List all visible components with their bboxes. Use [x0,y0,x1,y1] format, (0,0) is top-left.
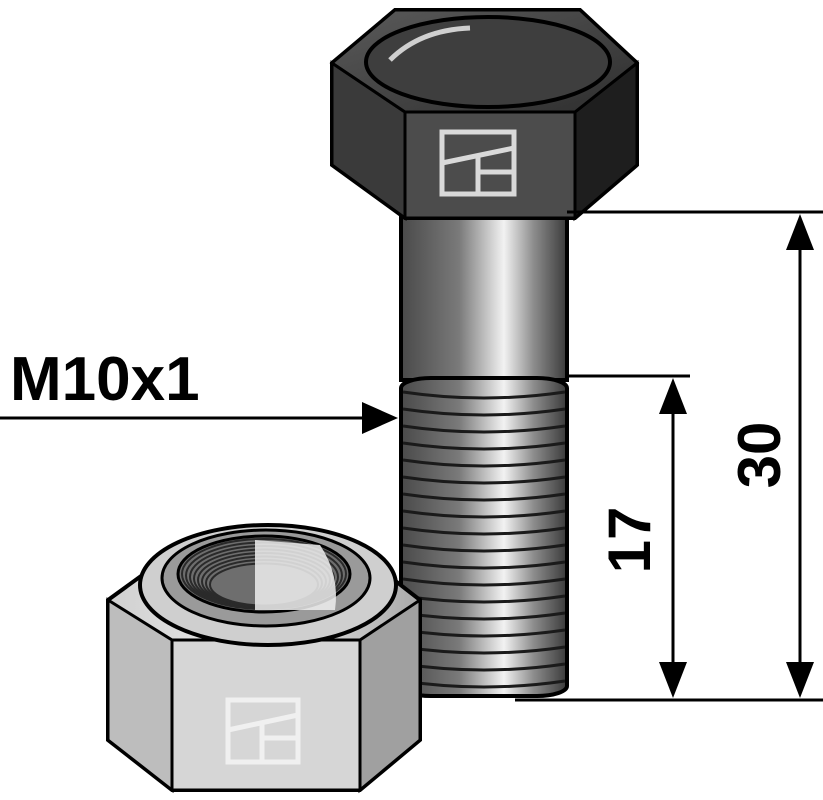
thread-ridge [402,475,566,485]
thread-ridge [402,492,566,502]
thread-ridge [402,441,566,451]
bolt-shank [399,208,569,382]
thread-ridge [402,577,566,587]
thread-pointer-arrow [0,402,398,434]
brand-logo-square-icon [439,129,517,197]
thread-ridge [402,526,566,536]
thread-size-label: M10x1 [10,345,200,414]
thread-length-label: 17 [596,507,663,574]
thread-ridge [402,424,566,434]
bolt-thread [399,376,569,698]
hex-bolt-icon [329,8,640,698]
total-length-arrow [786,214,814,698]
thread-length-arrow [659,378,687,698]
thread-ridge [402,458,566,468]
bolt-head [329,8,640,222]
thread-ridge [402,390,566,400]
total-length-label: 30 [726,422,793,489]
lock-nut-icon [106,523,422,794]
thread-ridge [402,594,566,604]
thread-ridge [402,543,566,553]
dimension-lines [0,210,823,702]
thread-ridge [402,560,566,570]
thread-ridge [402,509,566,519]
thread-ridge [402,407,566,417]
brand-logo-square-icon [225,697,301,765]
